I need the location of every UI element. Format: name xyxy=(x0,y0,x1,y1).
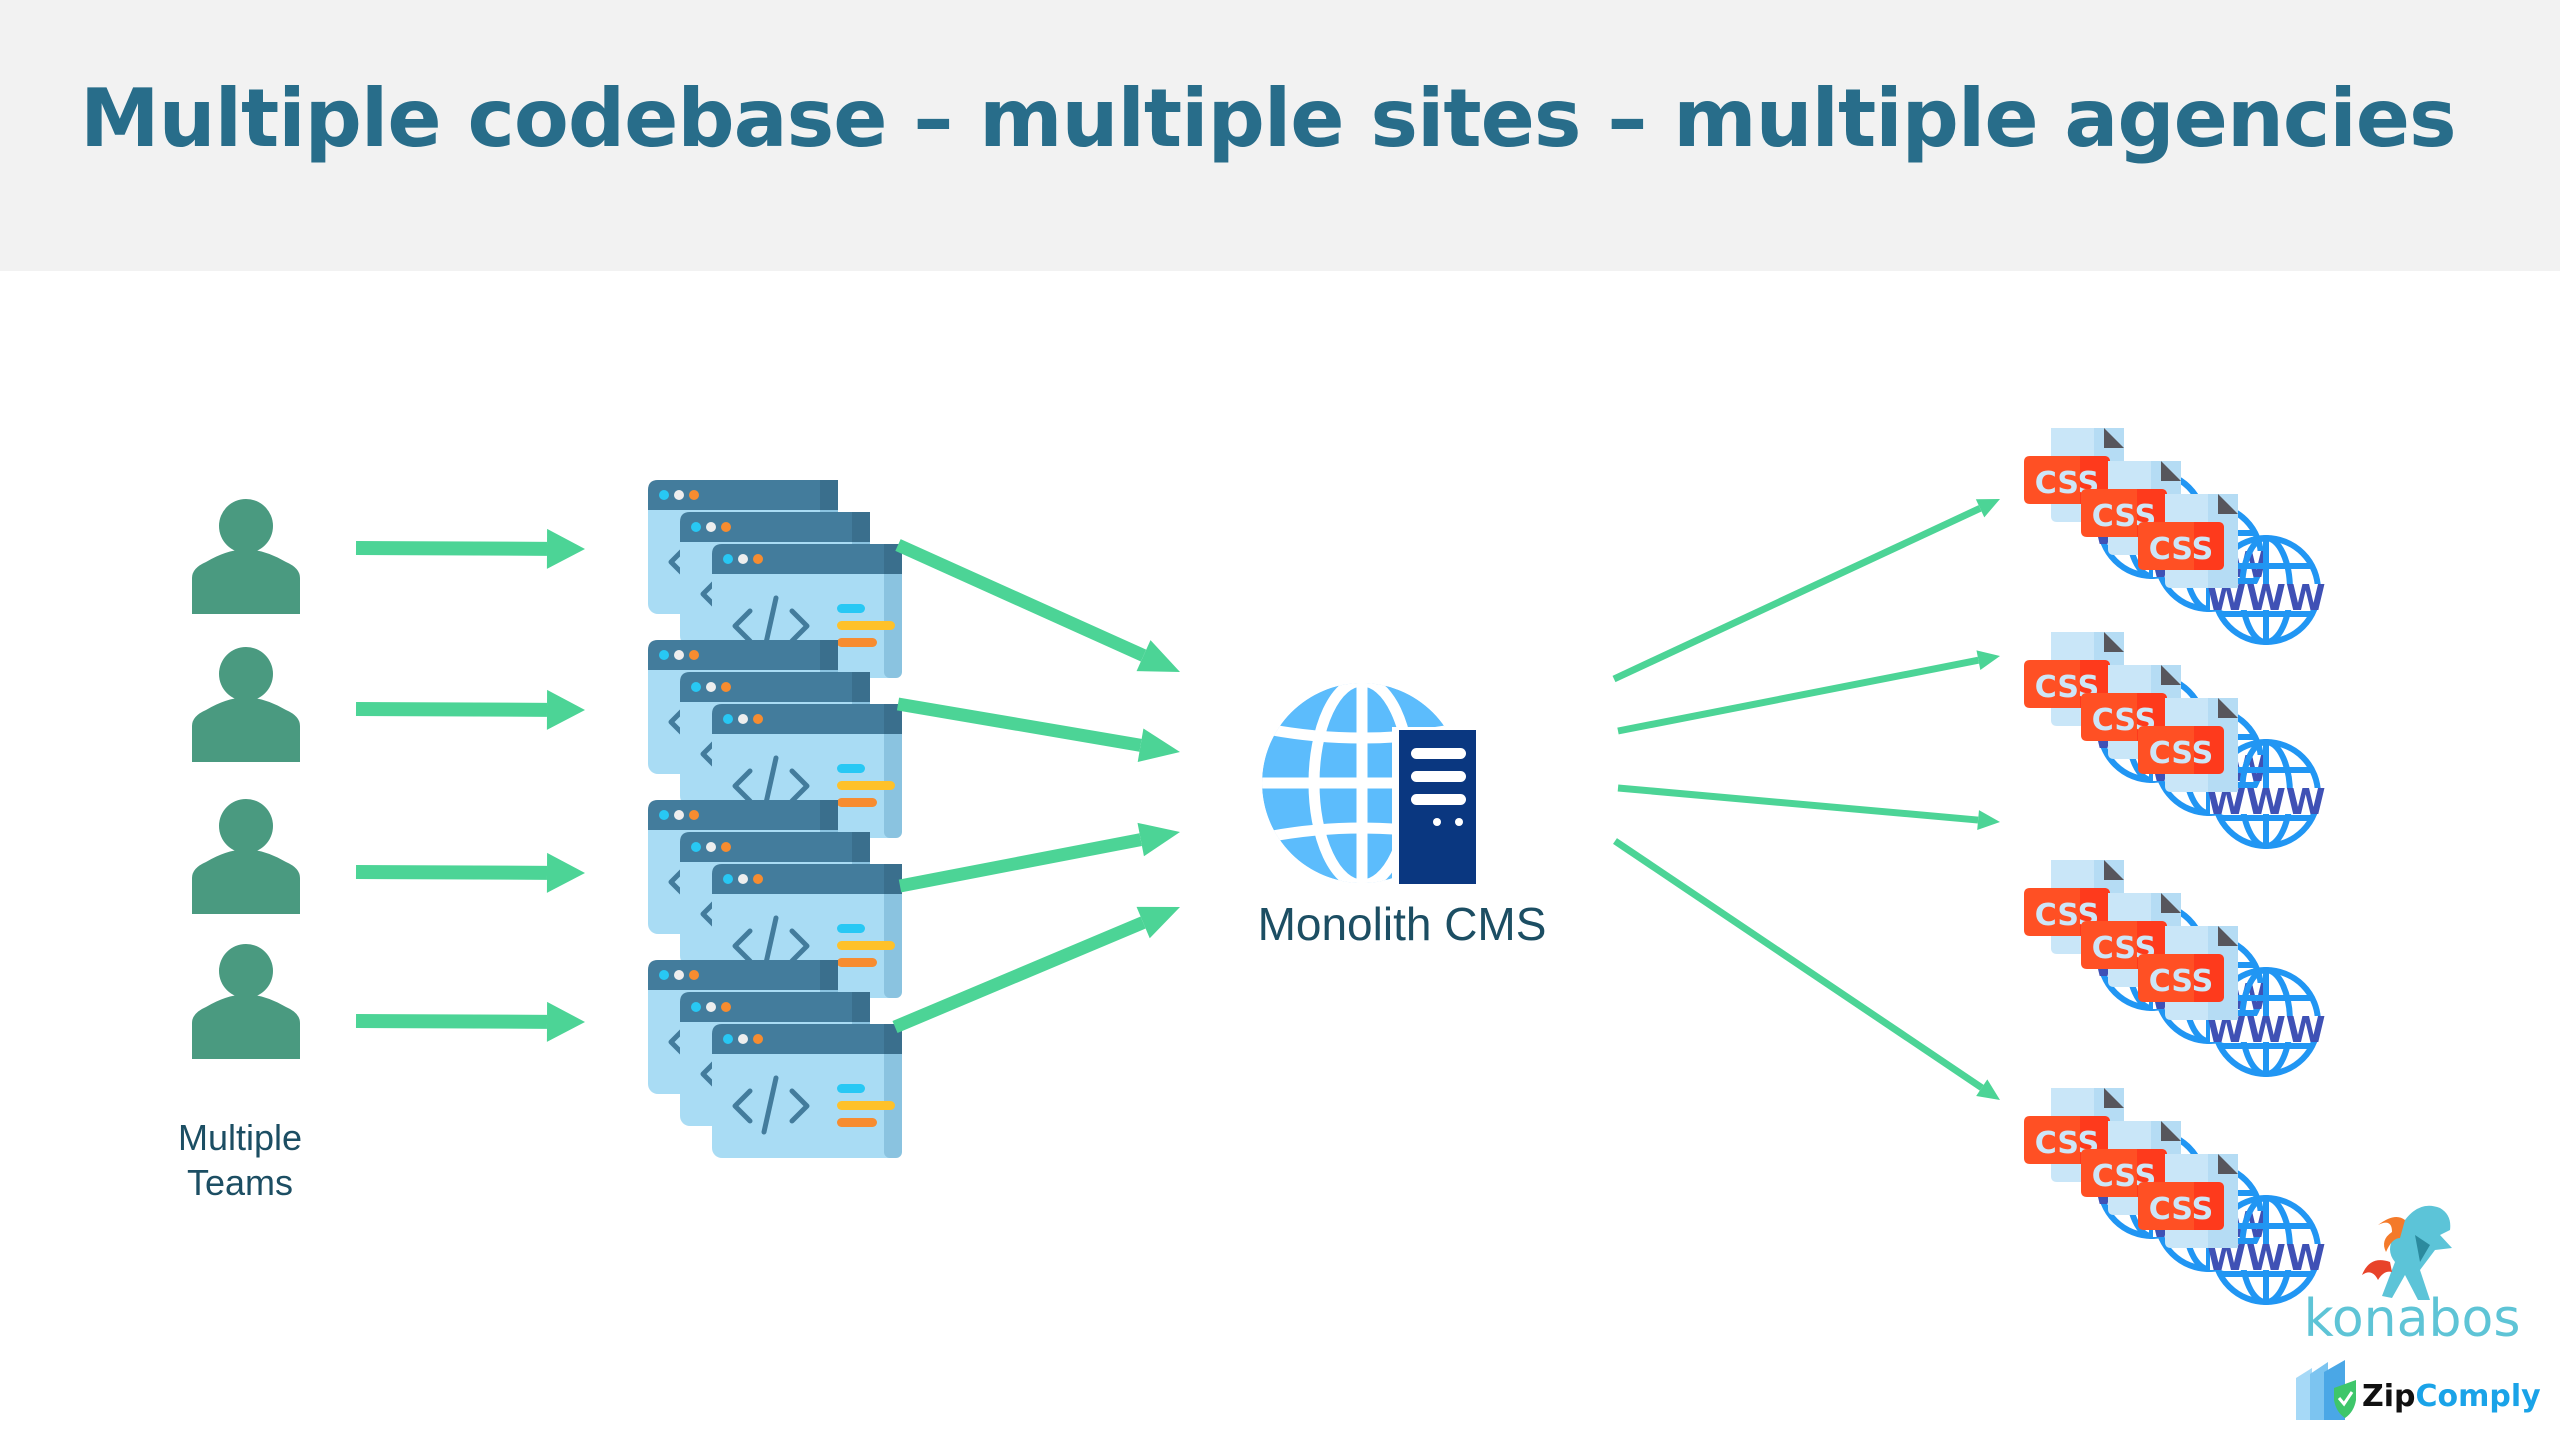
arrow-shaft xyxy=(355,702,548,717)
globe-server-icon xyxy=(1262,683,1482,887)
css-badge-text: CSS xyxy=(2149,532,2213,567)
teams-label-line2: Teams xyxy=(187,1162,293,1203)
arrow-head xyxy=(546,689,585,730)
zipcomply-wordmark: ZipComply xyxy=(2362,1379,2541,1414)
person-icon xyxy=(192,944,300,1059)
arrow-shaft xyxy=(1612,505,1982,683)
arrow-shaft xyxy=(898,833,1142,893)
arrow-head xyxy=(1975,499,2000,518)
arrow-shaft xyxy=(896,697,1142,752)
team-arrow xyxy=(355,528,585,569)
arrow-head xyxy=(546,1001,585,1042)
arrow-head xyxy=(1976,1079,2000,1100)
arrow-head xyxy=(546,528,585,569)
team-arrow xyxy=(355,689,585,730)
arrow-shaft xyxy=(355,1014,548,1029)
code-window-front xyxy=(712,1024,902,1158)
konabos-logo: konabos xyxy=(2304,1205,2521,1349)
arrow-head xyxy=(1976,650,2000,671)
sites-column: WWWCSSWWWCSSWWWCSSWWWCSSWWWCSSWWWCSSWWWC… xyxy=(2024,428,2326,1302)
zipcomply-part2: Comply xyxy=(2416,1379,2542,1414)
cms-to-site-arrow xyxy=(1612,499,2000,683)
cms-to-sites-arrows xyxy=(1612,499,2000,1100)
team-to-code-arrows xyxy=(355,528,585,1042)
arrow-shaft xyxy=(892,916,1146,1033)
code-to-cms-arrow xyxy=(898,822,1180,893)
css-badge-text: CSS xyxy=(2149,964,2213,999)
cms-to-site-arrow xyxy=(1617,650,2000,735)
arrow-shaft xyxy=(895,539,1147,662)
code-to-cms-arrows xyxy=(892,539,1180,1033)
site-stack-icon: WWWCSSWWWCSSWWWCSS xyxy=(2024,860,2326,1074)
arrow-head xyxy=(1136,906,1180,939)
arrow-shaft xyxy=(355,865,548,880)
arrow-shaft xyxy=(1617,656,1980,735)
site-stack-icon: WWWCSSWWWCSSWWWCSS xyxy=(2024,632,2326,846)
cms-to-site-arrow xyxy=(1617,784,2000,831)
arrow-head xyxy=(1137,728,1180,763)
arrow-shaft xyxy=(1617,784,1979,824)
code-to-cms-arrow xyxy=(896,697,1180,763)
site-stack-icon: WWWCSSWWWCSSWWWCSS xyxy=(2024,1088,2326,1302)
cms-to-site-arrow xyxy=(1613,838,2000,1100)
teams-column xyxy=(192,499,300,1059)
arrow-head xyxy=(1977,810,2000,831)
team-arrow xyxy=(355,1001,585,1042)
site-stack-icon: WWWCSSWWWCSSWWWCSS xyxy=(2024,428,2326,642)
horse-icon xyxy=(2362,1205,2452,1300)
arrow-shaft xyxy=(1613,838,1984,1091)
konabos-wordmark: konabos xyxy=(2304,1289,2521,1349)
code-to-cms-arrow xyxy=(892,906,1180,1033)
cms-label: Monolith CMS xyxy=(1258,898,1547,950)
zipcomply-logo: ZipComply xyxy=(2296,1360,2541,1420)
css-badge-text: CSS xyxy=(2149,1192,2213,1227)
zipcomply-part1: Zip xyxy=(2362,1379,2416,1414)
person-icon xyxy=(192,647,300,762)
page-title: Multiple codebase – multiple sites – mul… xyxy=(80,72,2457,165)
header-band xyxy=(0,0,2560,271)
zipcomply-icon xyxy=(2296,1360,2356,1420)
person-icon xyxy=(192,799,300,914)
code-to-cms-arrow xyxy=(895,539,1180,672)
arrow-shaft xyxy=(355,541,548,556)
codebases-column xyxy=(648,480,902,1158)
teams-label-line1: Multiple xyxy=(178,1117,302,1158)
person-icon xyxy=(192,499,300,614)
team-arrow xyxy=(355,852,585,893)
css-badge-text: CSS xyxy=(2149,736,2213,771)
arrow-head xyxy=(1136,640,1180,672)
arrow-head xyxy=(546,852,585,893)
arrow-head xyxy=(1137,822,1180,857)
